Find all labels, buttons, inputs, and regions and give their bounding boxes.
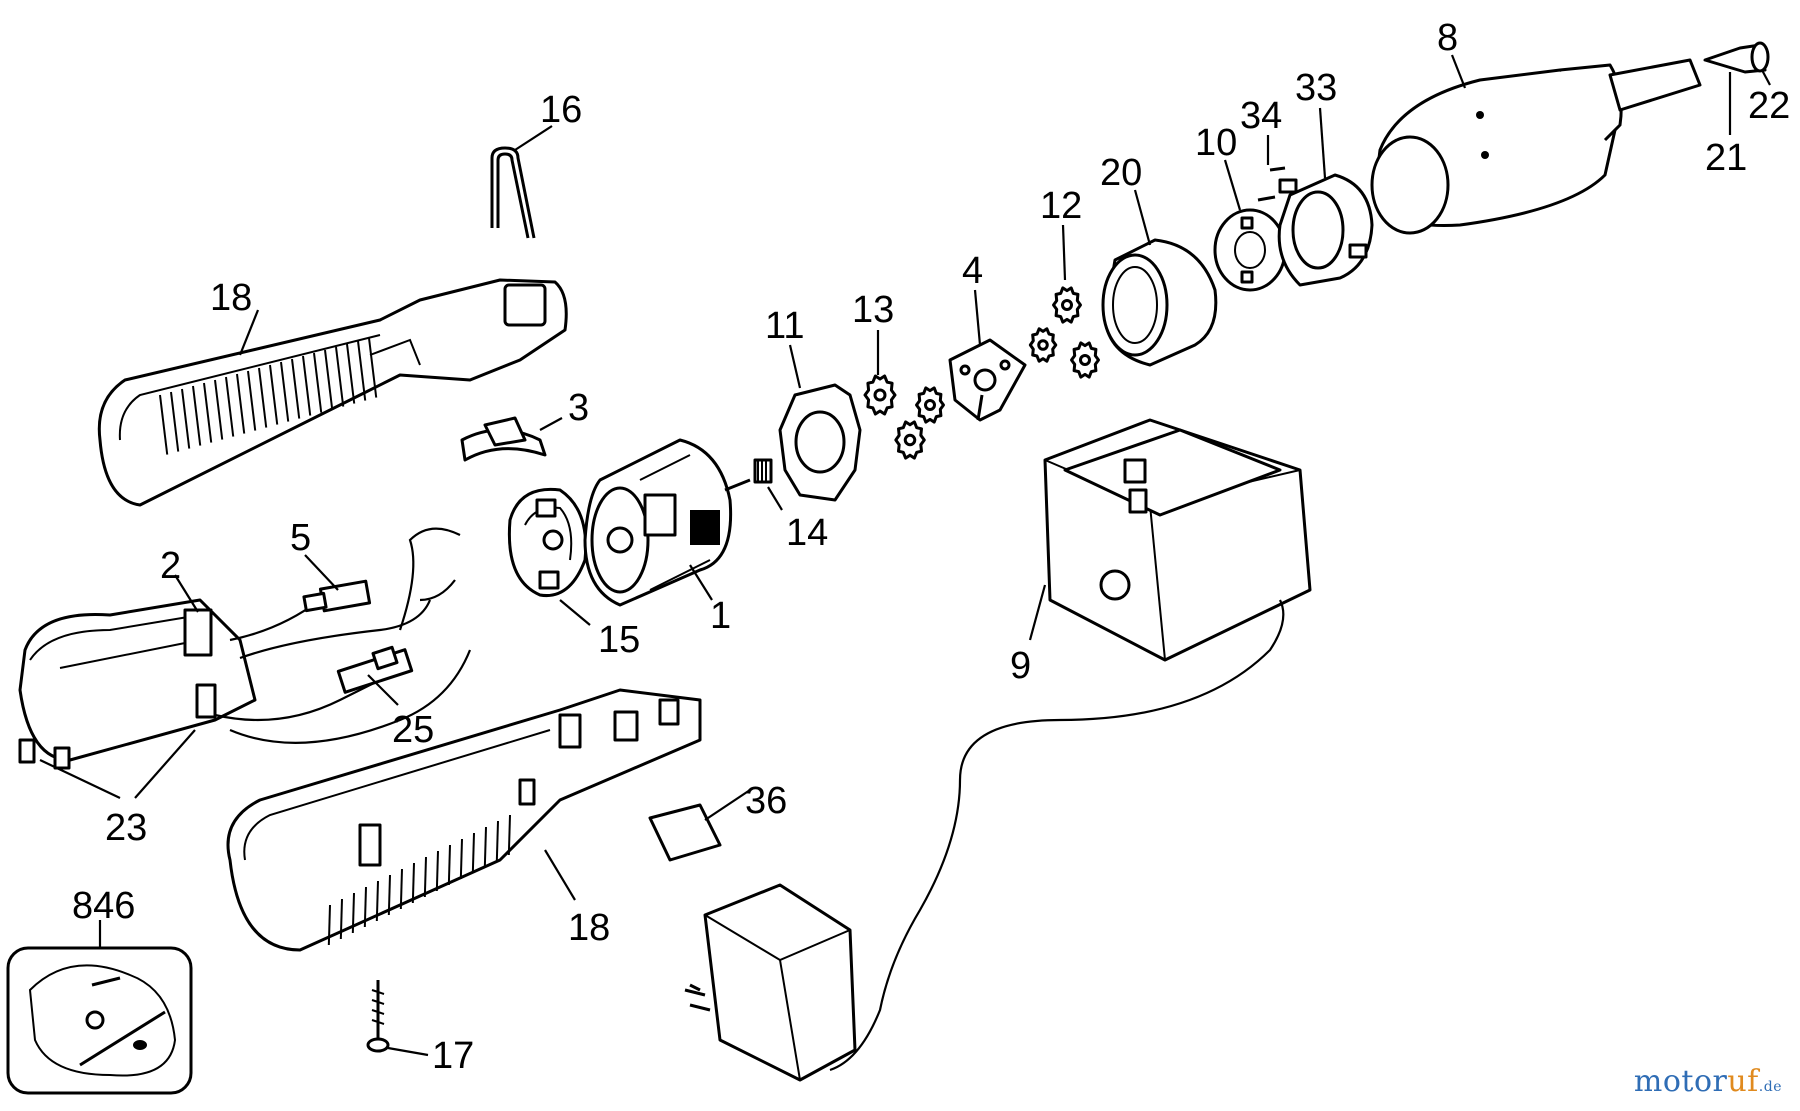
wiring-harness <box>214 527 472 744</box>
gear-13b <box>915 386 945 424</box>
label-23: 23 <box>105 807 147 849</box>
housing-rib <box>170 391 180 452</box>
part-12-planet-gears <box>1028 286 1100 379</box>
part-21-22-tip <box>1703 41 1770 74</box>
label-5: 5 <box>290 517 311 559</box>
label-18-lower: 18 <box>568 907 610 949</box>
housing-rib <box>447 844 451 886</box>
label-2: 2 <box>160 545 181 587</box>
housing-rib <box>483 826 487 868</box>
housing-rib <box>363 886 367 928</box>
part-8-front-housing <box>1370 58 1702 235</box>
housing-rib <box>236 373 246 434</box>
label-10: 10 <box>1195 122 1237 164</box>
part-25-switch <box>336 645 414 694</box>
label-25: 25 <box>392 709 434 751</box>
housing-rib <box>302 355 312 416</box>
part-3-spring-clip <box>460 416 547 462</box>
label-15: 15 <box>598 619 640 661</box>
label-3: 3 <box>568 387 589 429</box>
housing-rib <box>324 349 334 410</box>
gear-13c <box>894 420 926 460</box>
housing-rib <box>387 874 391 916</box>
watermark-logo: motoruf.de <box>1633 1064 1782 1099</box>
part-11-plate <box>778 383 862 502</box>
housing-rib <box>423 856 427 898</box>
part-9-charger-stand <box>1043 418 1312 662</box>
label-11: 11 <box>765 305 804 347</box>
gear-13a <box>863 374 897 416</box>
part-2-battery-pack <box>18 598 257 770</box>
housing-rib <box>435 850 439 892</box>
label-34: 34 <box>1240 95 1282 137</box>
label-33: 33 <box>1295 67 1337 109</box>
gear-12c <box>1070 341 1100 379</box>
gear-12a <box>1052 286 1082 324</box>
part-18-lower-housing <box>226 688 702 952</box>
housing-rib <box>291 358 301 419</box>
part-18-upper-housing <box>97 278 568 507</box>
label-22: 22 <box>1748 85 1790 127</box>
label-20: 20 <box>1100 152 1142 194</box>
part-33-collar <box>1277 173 1374 287</box>
housing-rib <box>247 370 257 431</box>
housing-rib <box>471 832 475 874</box>
part-5-connector <box>302 579 372 613</box>
gear-12b <box>1028 327 1058 363</box>
part-16-clip <box>490 146 536 239</box>
housing-rib <box>269 364 279 425</box>
housing-rib <box>192 385 202 446</box>
housing-rib <box>225 376 235 437</box>
label-9: 9 <box>1010 645 1031 687</box>
housing-rib <box>495 820 499 862</box>
part-17-screw <box>366 980 390 1053</box>
part-labels: 16 18 3 2 5 15 1 14 11 13 4 12 20 10 34 … <box>72 17 1790 1077</box>
label-14: 14 <box>786 512 828 554</box>
label-4: 4 <box>962 250 983 292</box>
housing-rib <box>214 379 224 440</box>
housing-rib <box>351 892 355 934</box>
part-13-planet-gears <box>863 374 945 460</box>
label-36: 36 <box>745 780 787 822</box>
housing-rib <box>203 382 213 443</box>
housing-rib <box>375 880 379 922</box>
label-18-upper: 18 <box>210 277 252 319</box>
housing-rib <box>181 388 191 449</box>
part-4-planet-carrier <box>948 338 1027 422</box>
power-adapter <box>684 883 857 1082</box>
housing-rib <box>335 346 345 407</box>
housing-rib <box>346 343 356 404</box>
housing-rib <box>459 838 463 880</box>
part-1-motor <box>583 438 751 607</box>
housing-rib <box>159 394 169 455</box>
label-846: 846 <box>72 885 135 927</box>
label-1: 1 <box>710 595 731 637</box>
housing-rib <box>280 361 290 422</box>
housing-rib <box>339 898 343 940</box>
part-20-ring-gear <box>1101 238 1218 367</box>
housing-rib <box>327 904 331 946</box>
label-21: 21 <box>1705 137 1747 179</box>
part-34-pins <box>1257 166 1286 202</box>
housing-rib <box>507 814 511 856</box>
housing-rib <box>368 337 378 398</box>
housing-rib <box>411 862 415 904</box>
housing-rib <box>258 367 268 428</box>
part-10-bushing <box>1213 208 1287 292</box>
label-13: 13 <box>852 289 894 331</box>
label-8: 8 <box>1437 17 1458 59</box>
part-846-hardware-bag <box>6 946 193 1095</box>
housing-rib <box>399 868 403 910</box>
label-17: 17 <box>432 1035 474 1077</box>
part-14-pinion <box>753 458 773 484</box>
housing-rib <box>357 340 367 401</box>
power-cord <box>829 599 1285 1072</box>
label-12: 12 <box>1040 185 1082 227</box>
part-36-label <box>648 803 722 862</box>
part-15-brush-holder <box>507 487 588 598</box>
label-16: 16 <box>540 89 582 131</box>
housing-rib <box>313 352 323 413</box>
